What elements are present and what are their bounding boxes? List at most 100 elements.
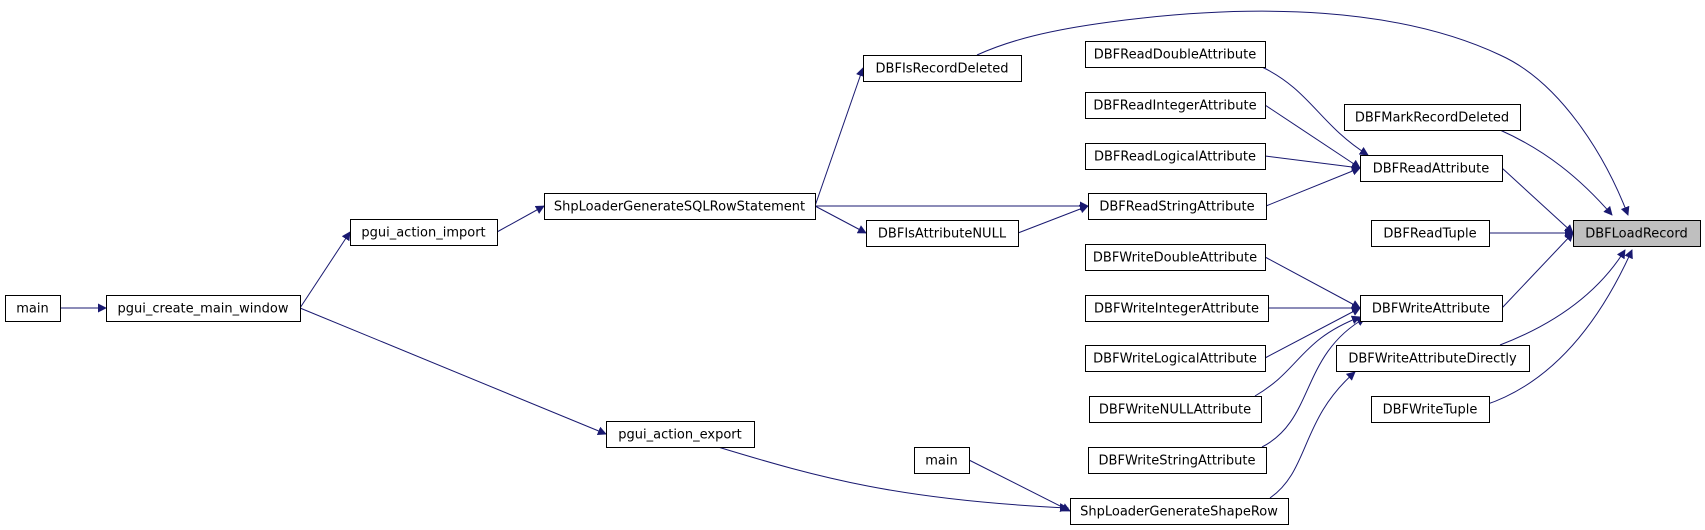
node-label: pgui_action_import: [361, 226, 485, 241]
node-main-mid[interactable]: main: [914, 447, 970, 474]
node-dbfreadstringattribute[interactable]: DBFReadStringAttribute: [1088, 193, 1267, 220]
node-label: pgui_create_main_window: [118, 302, 289, 317]
node-dbfmarkrecorddeleted[interactable]: DBFMarkRecordDeleted: [1344, 104, 1521, 131]
node-pgui-create-main-window[interactable]: pgui_create_main_window: [106, 295, 301, 322]
node-main-left[interactable]: main: [5, 295, 61, 322]
edge-dbfreaddoubleattribute-to-dbfreadattribute: [1261, 66, 1369, 156]
edge-pgui-action-import-to-shploadergeneratesqlrowstatement: [496, 205, 545, 233]
node-label: DBFIsAttributeNULL: [878, 227, 1007, 242]
node-box: [1336, 345, 1530, 372]
edge-dbfreadintegerattribute-to-dbfreadattribute: [1264, 104, 1361, 169]
node-dbfreadtuple[interactable]: DBFReadTuple: [1371, 220, 1490, 247]
edge-pgui-action-export-to-shploadergenerateshaperow: [717, 446, 1069, 513]
edge-dbfwriteattributedirectly-to-dbfloadrecord: [1499, 249, 1626, 346]
edge-dbfreadstringattribute-to-dbfreadattribute: [1265, 166, 1361, 207]
node-box: [1573, 220, 1701, 247]
node-label: DBFIsRecordDeleted: [876, 62, 1009, 77]
node-label: DBFWriteLogicalAttribute: [1093, 352, 1257, 367]
node-label: DBFWriteNULLAttribute: [1099, 403, 1251, 418]
node-dbfreaddoubleattribute[interactable]: DBFReadDoubleAttribute: [1085, 41, 1266, 68]
node-box: [1371, 396, 1490, 423]
node-box: [1088, 447, 1267, 474]
node-dbfwriteattribute[interactable]: DBFWriteAttribute: [1360, 295, 1503, 322]
node-label: DBFReadAttribute: [1373, 162, 1489, 177]
node-box: [1360, 295, 1503, 322]
edge-dbfwritetuple-to-dbfloadrecord: [1484, 249, 1633, 406]
node-label: DBFReadStringAttribute: [1099, 200, 1254, 215]
node-label: DBFReadTuple: [1383, 227, 1476, 242]
edge-pgui-create-main-window-to-pgui-action-export: [299, 307, 607, 436]
node-label: DBFReadIntegerAttribute: [1093, 99, 1256, 114]
node-box: [606, 421, 755, 448]
edge-dbfisattributenull-to-dbfreadstringattribute: [1017, 204, 1089, 234]
node-box: [914, 447, 970, 474]
node-dbfwritestringattribute[interactable]: DBFWriteStringAttribute: [1088, 447, 1267, 474]
node-pgui-action-export[interactable]: pgui_action_export: [606, 421, 755, 448]
edge-dbfwriteattribute-to-dbfloadrecord: [1501, 232, 1574, 309]
edge-shploadergeneratesqlrowstatement-to-dbfisattributenull: [814, 205, 867, 234]
edge-pgui-create-main-window-to-pgui-action-import: [299, 231, 351, 309]
node-dbfwritedoubleattribute[interactable]: DBFWriteDoubleAttribute: [1085, 244, 1266, 271]
node-label: DBFReadDoubleAttribute: [1094, 48, 1257, 63]
node-label: DBFWriteStringAttribute: [1099, 454, 1256, 469]
edge-dbfwritedoubleattribute-to-dbfwriteattribute: [1264, 256, 1361, 309]
edge-shploadergeneratesqlrowstatement-to-dbfisrecorddeleted: [814, 67, 865, 207]
node-box: [1085, 345, 1266, 372]
node-box: [1085, 295, 1269, 322]
nodes: DBFLoadRecord DBFIsRecordDeletedShpLoader…: [5, 41, 1701, 525]
edge-dbfreadattribute-to-dbfloadrecord: [1501, 167, 1574, 234]
node-box: [106, 295, 301, 322]
node-dbfisrecorddeleted[interactable]: DBFIsRecordDeleted: [863, 55, 1022, 82]
node-box: [1085, 92, 1266, 119]
node-box: [1089, 396, 1262, 423]
edge-shploadergenerateshaperow-to-dbfwriteattributedirectly: [1269, 371, 1356, 499]
node-box: [544, 193, 816, 220]
node-box: [1085, 244, 1266, 271]
node-label: ShpLoaderGenerateSQLRowStatement: [554, 200, 805, 215]
node-box: [1070, 498, 1289, 525]
node-dbfreadintegerattribute[interactable]: DBFReadIntegerAttribute: [1085, 92, 1266, 119]
edge-dbfmarkrecorddeleted-to-dbfloadrecord: [1499, 129, 1613, 216]
node-dbfreadattribute[interactable]: DBFReadAttribute: [1360, 155, 1503, 182]
node-dbfwritetuple[interactable]: DBFWriteTuple: [1371, 396, 1490, 423]
node-box: [5, 295, 61, 322]
node-dbfisattributenull[interactable]: DBFIsAttributeNULL: [866, 220, 1019, 247]
node-box: [1085, 143, 1266, 170]
node-label: DBFWriteIntegerAttribute: [1094, 302, 1259, 317]
node-box: [1360, 155, 1503, 182]
node-label: DBFWriteDoubleAttribute: [1093, 251, 1257, 266]
node-shploadergenerateshaperow[interactable]: ShpLoaderGenerateShapeRow: [1070, 498, 1289, 525]
node-label: pgui_action_export: [618, 428, 741, 443]
node-label: ShpLoaderGenerateShapeRow: [1080, 505, 1278, 520]
edge-dbfwritestringattribute-to-dbfwriteattribute: [1261, 317, 1366, 448]
node-box: [350, 219, 498, 246]
node-pgui-action-import[interactable]: pgui_action_import: [350, 219, 498, 246]
edge-dbfreadlogicalattribute-to-dbfreadattribute: [1264, 155, 1361, 172]
node-label: DBFWriteTuple: [1383, 403, 1478, 418]
node-dbfwritenullattribute[interactable]: DBFWriteNULLAttribute: [1089, 396, 1262, 423]
node-label: DBFMarkRecordDeleted: [1355, 111, 1509, 126]
node-label: main: [925, 454, 957, 469]
edge-dbfisrecorddeleted-to-dbfloadrecord: [976, 10, 1630, 216]
node-label: DBFWriteAttribute: [1372, 302, 1490, 317]
node-box: [863, 55, 1022, 82]
edge-dbfwritelogicalattribute-to-dbfwriteattribute: [1264, 307, 1361, 359]
edge-dbfwritenullattribute-to-dbfwriteattribute: [1254, 315, 1361, 397]
edge-main-mid-to-shploadergenerateshaperow: [968, 459, 1071, 512]
node-dbfwriteintegerattribute[interactable]: DBFWriteIntegerAttribute: [1085, 295, 1269, 322]
node-dbfreadlogicalattribute[interactable]: DBFReadLogicalAttribute: [1085, 143, 1266, 170]
node-dbfloadrecord[interactable]: DBFLoadRecord: [1573, 220, 1701, 247]
node-label: main: [16, 302, 48, 317]
edges: [60, 10, 1633, 513]
node-box: [866, 220, 1019, 247]
node-label: DBFReadLogicalAttribute: [1094, 150, 1256, 165]
node-label: DBFWriteAttributeDirectly: [1348, 352, 1517, 367]
node-box: [1344, 104, 1521, 131]
node-label: DBFLoadRecord: [1585, 227, 1688, 242]
node-shploadergeneratesqlrowstatement[interactable]: ShpLoaderGenerateSQLRowStatement: [544, 193, 816, 220]
node-box: [1371, 220, 1490, 247]
node-dbfwritelogicalattribute[interactable]: DBFWriteLogicalAttribute: [1085, 345, 1266, 372]
node-box: [1088, 193, 1267, 220]
node-dbfwriteattributedirectly[interactable]: DBFWriteAttributeDirectly: [1336, 345, 1530, 372]
